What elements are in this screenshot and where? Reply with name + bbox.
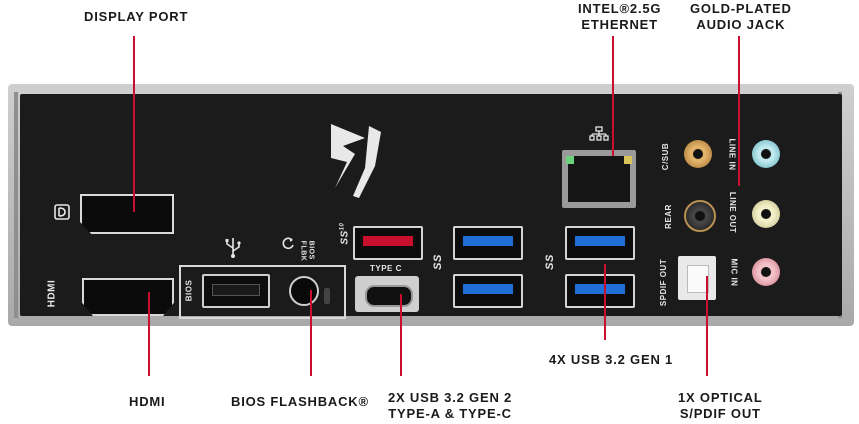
usb-gen1-tongue-2	[463, 284, 513, 294]
bios-flashback-leader	[310, 290, 312, 376]
bios-flbk-label: BIOS FLBK	[298, 241, 314, 262]
usb-gen1-port-3[interactable]	[565, 226, 635, 260]
hdmi-leader	[148, 292, 150, 376]
network-icon	[589, 126, 609, 141]
bios-flbk-label-line2: FLBK	[299, 240, 307, 262]
bios-flbk-label-line1: BIOS	[307, 240, 315, 260]
displayport-port[interactable]	[80, 194, 174, 234]
bios-flashback-callout: BIOS FLASHBACK®	[231, 394, 369, 409]
line-in-jack[interactable]	[752, 140, 780, 168]
rear-jack[interactable]	[684, 200, 716, 232]
rear-label: REAR	[663, 204, 673, 229]
ethernet-led-left	[566, 156, 574, 164]
usb-gen1-port-4[interactable]	[565, 274, 635, 308]
usb-gen1-tongue-1	[463, 236, 513, 246]
line-in-label: LINE IN	[727, 138, 737, 171]
usb-gen2-callout: 2X USB 3.2 GEN 2 TYPE-A & TYPE-C	[388, 390, 512, 422]
display-port-leader	[133, 36, 135, 212]
type-c-socket	[365, 285, 413, 307]
bios-usb-tongue	[212, 284, 260, 296]
usb-gen1-port-1[interactable]	[453, 226, 523, 260]
ethernet-socket	[568, 156, 630, 202]
ss-label-b: SS	[543, 254, 556, 270]
ethernet-callout: INTEL®2.5G ETHERNET	[578, 1, 661, 33]
ss-label-a: SS	[431, 254, 444, 270]
display-port-callout: DISPLAY PORT	[84, 9, 189, 24]
usb-gen2-tongue	[363, 236, 413, 246]
type-c-label: TYPE C	[370, 264, 402, 273]
flashback-icon	[282, 237, 294, 250]
optical-spdif-callout: 1X OPTICAL S/PDIF OUT	[678, 390, 763, 422]
audio-jack-callout: GOLD-PLATED AUDIO JACK	[690, 1, 792, 33]
bios-usb-port[interactable]	[202, 274, 270, 308]
line-out-jack[interactable]	[752, 200, 780, 228]
hdmi-callout: HDMI	[129, 394, 166, 409]
bios-box	[179, 265, 346, 319]
ethernet-port[interactable]	[562, 150, 636, 208]
mic-in-label: MIC IN	[729, 258, 739, 287]
bios-flashback-button[interactable]	[289, 276, 319, 306]
ss10-label: SS10	[339, 223, 350, 245]
usb-gen1-tongue-4	[575, 284, 625, 294]
usb-gen2-callout-line2: TYPE-A & TYPE-C	[388, 406, 512, 421]
usb-gen2-callout-line1: 2X USB 3.2 GEN 2	[388, 390, 513, 405]
optical-spdif-callout-line1: 1X OPTICAL	[678, 390, 763, 405]
spdif-out-label: SPDIF OUT	[659, 258, 669, 307]
audio-jack-callout-line1: GOLD-PLATED	[690, 1, 792, 16]
c-sub-jack[interactable]	[684, 140, 712, 168]
ss10-label-sup: 10	[339, 222, 346, 231]
ss10-label-text: SS	[339, 230, 351, 245]
bios-panel-label: BIOS	[184, 279, 194, 302]
usb-gen1-leader	[604, 264, 606, 340]
rog-logo-icon	[331, 124, 381, 198]
plate-edge-left	[14, 92, 18, 318]
optical-spdif-callout-line2: S/PDIF OUT	[679, 406, 761, 421]
audio-jack-leader	[738, 36, 740, 186]
usb-gen2-type-c-port[interactable]	[355, 276, 419, 312]
usb-gen1-port-2[interactable]	[453, 274, 523, 308]
usb-gen1-tongue-3	[575, 236, 625, 246]
ethernet-callout-line2: ETHERNET	[581, 17, 658, 32]
ethernet-leader	[612, 36, 614, 156]
line-out-label: LINE OUT	[728, 191, 738, 234]
displayport-icon	[54, 204, 70, 220]
optical-shutter	[687, 265, 709, 293]
c-sub-label: C/SUB	[661, 142, 671, 171]
bios-flashback-led	[324, 288, 330, 304]
hdmi-port[interactable]	[82, 278, 174, 316]
optical-spdif-port[interactable]	[678, 256, 716, 300]
ethernet-led-right	[624, 156, 632, 164]
mic-in-jack[interactable]	[752, 258, 780, 286]
audio-jack-callout-line2: AUDIO JACK	[696, 17, 786, 32]
hdmi-panel-label: HDMI	[46, 279, 58, 308]
usb-gen2-type-a-port[interactable]	[353, 226, 423, 260]
usb-gen1-callout: 4X USB 3.2 GEN 1	[549, 352, 674, 367]
optical-spdif-leader	[706, 276, 708, 376]
usb-gen2-leader	[400, 294, 402, 376]
usb-icon	[225, 238, 241, 258]
ethernet-callout-line1: INTEL®2.5G	[578, 1, 662, 16]
